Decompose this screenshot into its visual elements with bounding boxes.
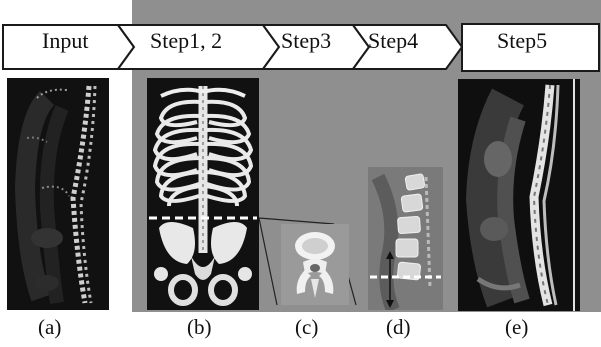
sublabel-c: (c) bbox=[295, 317, 318, 338]
vertebra-axial-image bbox=[281, 224, 349, 305]
sublabel-b: (b) bbox=[187, 317, 212, 338]
sublabel-e: (e) bbox=[505, 317, 528, 338]
output-scan-image bbox=[458, 79, 580, 311]
lumbar-sagittal-image bbox=[368, 167, 443, 310]
sublabel-d: (d) bbox=[386, 317, 411, 338]
sublabel-a: (a) bbox=[38, 317, 61, 338]
